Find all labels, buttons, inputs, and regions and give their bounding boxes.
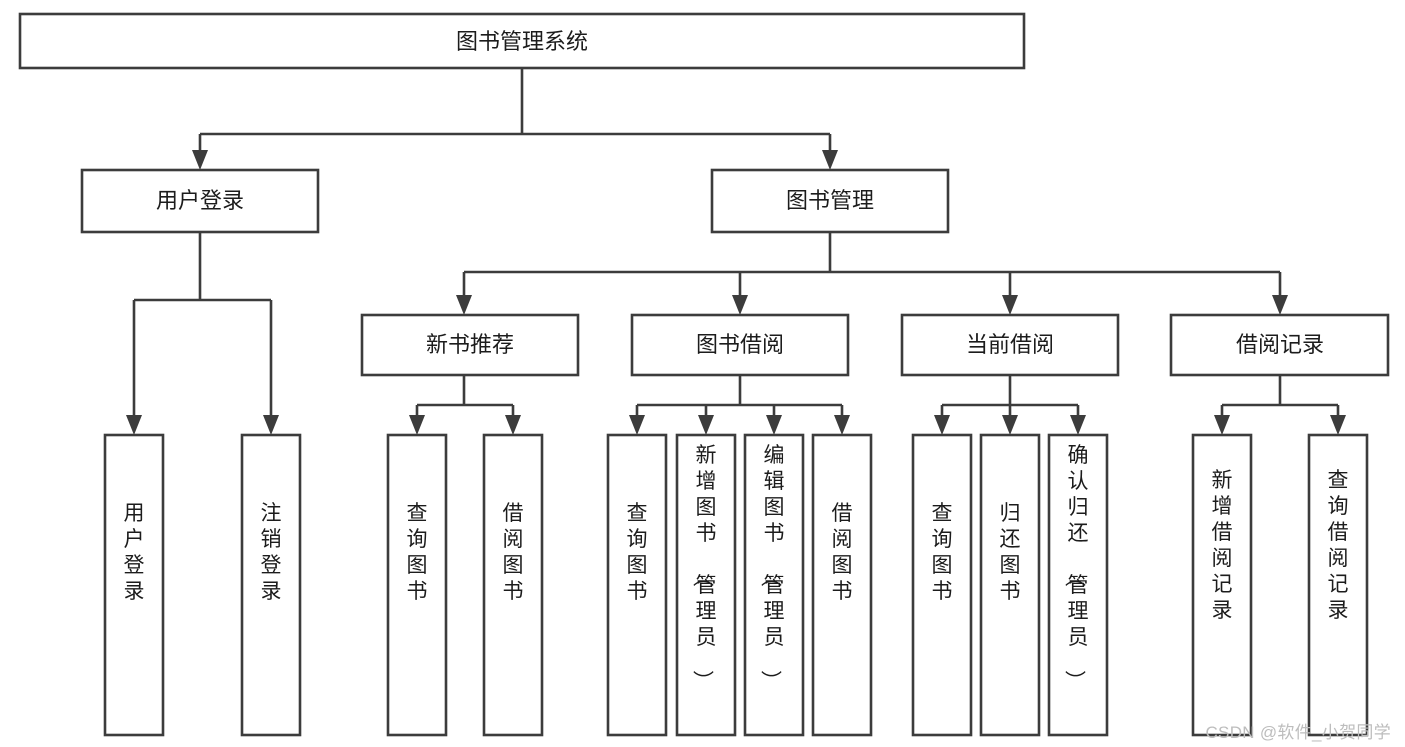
arrow-head-leaf-add-book [698, 415, 714, 435]
node-leaf-user-login[interactable]: 用户登录 [103, 433, 165, 737]
arrow-head-user-login [192, 150, 208, 170]
node-leaf-edit-book-label: 编辑图书（管理员） [759, 444, 785, 691]
node-leaf-borrow-book-1[interactable]: 借阅图书 [482, 433, 544, 737]
node-root[interactable]: 图书管理系统 [18, 12, 1026, 70]
node-leaf-return-book-label: 归还图书 [1000, 502, 1021, 603]
node-leaf-query-book-3-label: 查询图书 [932, 502, 953, 603]
node-book-manage[interactable]: 图书管理 [710, 168, 950, 234]
node-leaf-borrow-book-2-label: 借阅图书 [832, 502, 853, 603]
node-leaf-borrow-book-2-box[interactable] [811, 433, 873, 737]
connector-group-book-manage [456, 232, 1288, 315]
node-leaf-add-book-box[interactable] [675, 433, 737, 737]
node-new-book-recommend-box[interactable] [360, 313, 580, 377]
node-leaf-add-record[interactable]: 新增借阅记录 [1191, 433, 1253, 737]
connector-group-root [192, 68, 838, 170]
node-leaf-edit-book[interactable]: 编辑图书（管理员） [743, 433, 805, 737]
node-book-borrow[interactable]: 图书借阅 [630, 313, 850, 377]
node-leaf-borrow-book-2[interactable]: 借阅图书 [811, 433, 873, 737]
arrow-head-leaf-borrow-book-1 [505, 415, 521, 435]
arrow-head-new-book-recommend [456, 295, 472, 315]
arrow-head-leaf-user-login [126, 415, 142, 435]
node-leaf-query-book-2-box[interactable] [606, 433, 668, 737]
node-new-book-recommend-label: 新书推荐 [426, 332, 514, 357]
node-leaf-add-book-label: 新增图书（管理员） [691, 444, 717, 691]
node-leaf-borrow-book-1-label: 借阅图书 [503, 502, 524, 603]
node-leaf-add-record-box[interactable] [1191, 433, 1253, 737]
node-book-borrow-label: 图书借阅 [696, 332, 784, 357]
connector-group-book-borrow [629, 375, 850, 435]
connector-group-current-borrow [934, 375, 1086, 435]
node-root-box[interactable] [18, 12, 1026, 70]
node-leaf-return-book[interactable]: 归还图书 [979, 433, 1041, 737]
node-leaf-confirm-return-label: 确认归还（管理员） [1063, 444, 1089, 691]
node-leaf-query-book-1-label: 查询图书 [407, 502, 428, 603]
arrow-head-leaf-query-book-2 [629, 415, 645, 435]
arrow-head-leaf-confirm-return [1070, 415, 1086, 435]
node-leaf-confirm-return-box[interactable] [1047, 433, 1109, 737]
node-book-manage-box[interactable] [710, 168, 950, 234]
node-new-book-recommend[interactable]: 新书推荐 [360, 313, 580, 377]
node-leaf-query-book-2[interactable]: 查询图书 [606, 433, 668, 737]
node-leaf-logout-box[interactable] [240, 433, 302, 737]
arrow-head-leaf-borrow-book-2 [834, 415, 850, 435]
connector-group-new-book-recommend [409, 375, 521, 435]
arrow-head-current-borrow [1002, 295, 1018, 315]
connector-group-user-login [126, 232, 279, 435]
node-leaf-query-book-2-label: 查询图书 [627, 502, 648, 603]
node-leaf-logout[interactable]: 注销登录 [240, 433, 302, 737]
node-book-manage-label: 图书管理 [786, 188, 874, 213]
node-user-login[interactable]: 用户登录 [80, 168, 320, 234]
node-leaf-confirm-return[interactable]: 确认归还（管理员） [1047, 433, 1109, 737]
arrow-head-book-borrow [732, 295, 748, 315]
node-leaf-add-book[interactable]: 新增图书（管理员） [675, 433, 737, 737]
node-leaf-query-book-1[interactable]: 查询图书 [386, 433, 448, 737]
node-leaf-query-book-1-box[interactable] [386, 433, 448, 737]
node-leaf-add-record-label: 新增借阅记录 [1212, 469, 1233, 622]
arrow-head-borrow-record [1272, 295, 1288, 315]
node-leaf-query-record-box[interactable] [1307, 433, 1369, 737]
arrow-head-leaf-edit-book [766, 415, 782, 435]
arrow-head-leaf-add-record [1214, 415, 1230, 435]
arrow-head-leaf-query-book-1 [409, 415, 425, 435]
node-current-borrow-label: 当前借阅 [966, 332, 1054, 357]
node-borrow-record-label: 借阅记录 [1236, 332, 1324, 357]
node-leaf-user-login-box[interactable] [103, 433, 165, 737]
node-leaf-logout-label: 注销登录 [261, 502, 282, 603]
node-leaf-query-book-3-box[interactable] [911, 433, 973, 737]
connector-group-borrow-record [1214, 375, 1346, 435]
node-leaf-query-record[interactable]: 查询借阅记录 [1307, 433, 1369, 737]
arrow-head-leaf-query-record [1330, 415, 1346, 435]
arrow-head-leaf-logout [263, 415, 279, 435]
node-leaf-edit-book-box[interactable] [743, 433, 805, 737]
arrow-head-leaf-return-book [1002, 415, 1018, 435]
arrow-head-book-manage [822, 150, 838, 170]
node-leaf-query-record-label: 查询借阅记录 [1328, 469, 1349, 622]
node-user-login-label: 用户登录 [156, 188, 244, 213]
node-current-borrow-box[interactable] [900, 313, 1120, 377]
node-leaf-query-book-3[interactable]: 查询图书 [911, 433, 973, 737]
node-borrow-record-box[interactable] [1169, 313, 1390, 377]
node-borrow-record[interactable]: 借阅记录 [1169, 313, 1390, 377]
node-book-borrow-box[interactable] [630, 313, 850, 377]
arrow-head-leaf-query-book-3 [934, 415, 950, 435]
node-current-borrow[interactable]: 当前借阅 [900, 313, 1120, 377]
node-root-label: 图书管理系统 [456, 29, 588, 54]
node-user-login-box[interactable] [80, 168, 320, 234]
node-leaf-borrow-book-1-box[interactable] [482, 433, 544, 737]
node-leaf-user-login-label: 用户登录 [124, 502, 145, 603]
csdn-watermark: CSDN @软件_小贺同学 [1205, 723, 1391, 742]
node-leaf-return-book-box[interactable] [979, 433, 1041, 737]
